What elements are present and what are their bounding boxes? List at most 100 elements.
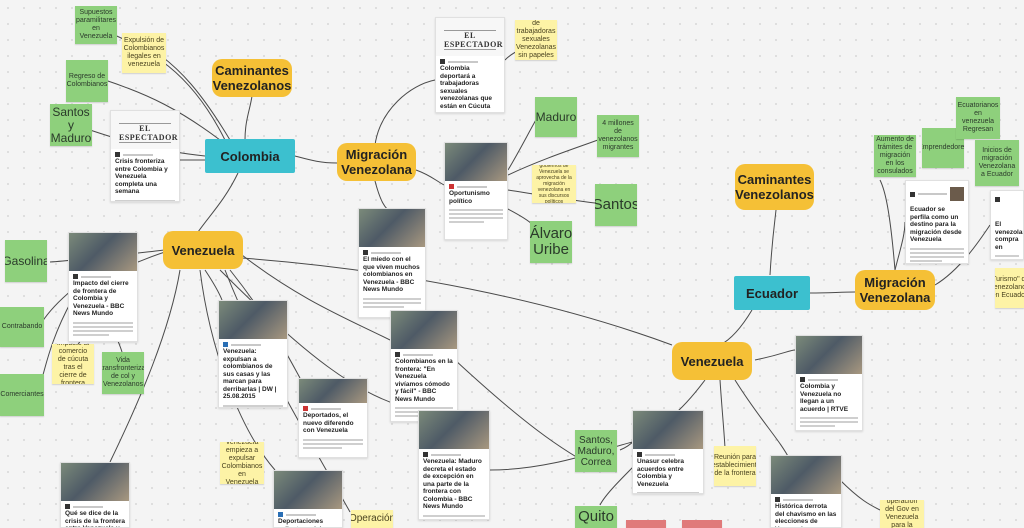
sticky-maduro[interactable]: Maduro (535, 97, 577, 137)
card-que-se-dice[interactable]: Qué se dice de la crisis de la frontera … (60, 462, 130, 528)
sticky-santos[interactable]: Santos (595, 184, 637, 226)
card-title: Colombianos en la frontera: "En Venezuel… (395, 358, 453, 403)
card-thumbnail (299, 379, 367, 403)
topic-caminantes-venezolanos-ecuador[interactable]: Caminantes Venezolanos (735, 164, 814, 210)
site-icon (910, 191, 915, 197)
link-migracion2-aumento (879, 179, 896, 271)
sticky-supuestos-paramilitares[interactable]: Supuestos paramilitares en Venezuela (75, 6, 117, 44)
card-thumbnail (391, 311, 457, 349)
link-colombia-venezuela (197, 172, 239, 233)
link-decreta-extra (489, 439, 641, 471)
topic-caminantes-venezolanos[interactable]: Caminantes Venezolanos (212, 59, 292, 97)
sticky-operacion-gov[interactable]: La operación del Gov en Venezuela para l… (880, 500, 924, 528)
card-unasur-acuerdos[interactable]: Unasur celebra acuerdos entre Colombia y… (632, 410, 704, 494)
site-icon (775, 497, 780, 502)
sticky-reunion-frontera[interactable]: Reunión para restablecimiento de la fron… (714, 446, 756, 486)
site-icon (363, 250, 368, 255)
card-title: Impacto del cierre de frontera de Colomb… (73, 280, 129, 317)
sticky-red-1[interactable] (626, 520, 666, 528)
link-venezuela2-reunion (719, 379, 726, 449)
card-oportunismo-politico[interactable]: Oportunismo político (444, 142, 508, 240)
site-icon (65, 504, 70, 509)
link-ecuador-venezuela2 (719, 309, 753, 346)
card-deportados[interactable]: Deportados, el nuevo diferendo con Venez… (298, 378, 368, 458)
sticky-turismo[interactable]: "Turismo" de Venezolanos en Ecuador (995, 268, 1024, 308)
card-colombia-deportara[interactable]: EL ESPECTADOR Colombia deportará a traba… (435, 17, 505, 113)
sticky-alvaro-uribe[interactable]: Álvaro Uribe (530, 221, 572, 263)
card-title: El venezolano compra en (995, 221, 1023, 251)
link-venezuela1-venezuela2 (241, 257, 673, 346)
card-thumbnail (796, 336, 862, 374)
card-expulsan-colombianos[interactable]: Venezuela: expulsan a colombianos de sus… (218, 300, 288, 408)
author-photo (950, 187, 964, 201)
link-oportunismo-millones (507, 139, 599, 176)
card-maduro-decreta[interactable]: Venezuela: Maduro decreta el estado de e… (418, 410, 490, 520)
card-no-llegan-acuerdo[interactable]: Colombia y Venezuela no llegan a un acue… (795, 335, 863, 431)
sticky-4-millones[interactable]: 4 millones de venezolanos migrantes (597, 115, 639, 157)
card-thumbnail (771, 456, 841, 494)
sticky-operacion[interactable]: Operación (351, 510, 393, 528)
sticky-santos-maduro-correa[interactable]: Santos, Maduro, Correa (575, 430, 617, 472)
sticky-impacto-comercio[interactable]: Impacto al comercio de cúcuta tras el ci… (52, 344, 94, 384)
card-title: Deportados, el nuevo diferendo con Venez… (303, 412, 354, 434)
topic-colombia[interactable]: Colombia (205, 139, 295, 173)
topic-venezuela[interactable]: Venezuela (163, 231, 243, 269)
card-impacto-cierre[interactable]: Impacto del cierre de frontera de Colomb… (68, 232, 138, 342)
sticky-regreso-colombianos[interactable]: Regreso de Colombianos (66, 60, 108, 102)
sticky-santos-maduro[interactable]: Santos y Maduro (50, 104, 92, 146)
sticky-vida-transfronteriza[interactable]: Vida transfronteriza de col y Venezolano… (102, 352, 144, 394)
link-venezuela2-historica (734, 379, 791, 461)
card-thumbnail (61, 463, 129, 501)
sticky-ecuatorianos-regresan[interactable]: Ecuatorianos en venezuela Regresan (956, 97, 1000, 139)
link-migracion2-perfila (894, 221, 906, 271)
link-venezuela1-quesedice (109, 269, 181, 463)
card-thumbnail (445, 143, 507, 181)
topic-ecuador[interactable]: Ecuador (734, 276, 810, 310)
topic-migracion-venezolana[interactable]: Migración Venezolana (337, 143, 416, 181)
link-colombia-expulsion (159, 54, 231, 141)
sticky-gasolina[interactable]: Gasolina (5, 240, 47, 282)
card-thumbnail: EL ESPECTADOR (111, 111, 179, 149)
sticky-inicios-migracion[interactable]: Inicios de migración Venezolana a Ecuado… (975, 140, 1019, 186)
card-historica-derrota[interactable]: Histórica derrota del chavismo en las el… (770, 455, 842, 528)
sticky-expulsion-colombianos[interactable]: Expulsión de Colombianos ilegales en ven… (122, 33, 166, 73)
sticky-comerciantes[interactable]: Comerciantes (0, 374, 44, 416)
site-icon (303, 406, 308, 411)
card-el-miedo[interactable]: El miedo con el que viven muchos colombi… (358, 208, 426, 318)
card-title: Crisis fronteriza entre Colombia y Venez… (115, 158, 168, 195)
card-thumbnail (69, 233, 137, 271)
link-colombia-regreso (104, 79, 221, 141)
site-icon (449, 184, 454, 189)
card-title: Oportunismo político (449, 190, 490, 205)
card-thumbnail (633, 411, 703, 449)
sticky-quito[interactable]: Quito (575, 506, 617, 528)
card-title: Deportaciones calientan crisis entre (278, 518, 325, 527)
sticky-gobiernos-discursos[interactable]: Gracias a los gobiernos de Venezuela se … (532, 165, 576, 203)
topic-venezuela-ecuador[interactable]: Venezuela (672, 342, 752, 380)
link-migracion-deporta (374, 79, 436, 146)
sticky-aumento-tramites[interactable]: Aumento de trámites de migración en los … (874, 135, 916, 177)
card-deportaciones-calientan[interactable]: Deportaciones calientan crisis entre (273, 470, 343, 528)
card-title: Colombia deportará a trabajadoras sexual… (440, 65, 493, 110)
card-title: Unasur celebra acuerdos entre Colombia y… (637, 458, 684, 488)
sticky-red-2[interactable] (682, 520, 722, 528)
sticky-contrabando[interactable]: Contrabando (0, 307, 44, 347)
site-icon (637, 452, 642, 457)
card-thumbnail (419, 411, 489, 449)
sticky-deportacion-trabajadoras[interactable]: Deportación de trabajadoras sexuales Ven… (515, 20, 557, 60)
card-venezolano-compra[interactable]: El venezolano compra en (990, 190, 1024, 260)
card-colombianos-frontera[interactable]: Colombianos en la frontera: "En Venezuel… (390, 310, 458, 422)
link-venezuela2-nollegan (754, 349, 796, 361)
card-title: Colombia y Venezuela no llegan a un acue… (800, 383, 849, 413)
card-thumbnail (274, 471, 342, 509)
site-icon (800, 377, 805, 382)
card-crisis-fronteriza[interactable]: EL ESPECTADOR Crisis fronteriza entre Co… (110, 110, 180, 202)
topic-migracion-venezolana-ecuador[interactable]: Migración Venezolana (855, 270, 935, 310)
sticky-venezuela-expulsar[interactable]: Venezuela empieza a expulsar Colombianos… (220, 442, 264, 484)
link-colombia-supuestos (102, 29, 226, 141)
card-ecuador-se-perfila[interactable]: Ecuador se perfila como un destino para … (905, 180, 969, 264)
link-colombia-caminantes (244, 95, 253, 141)
site-icon (440, 59, 445, 64)
link-historica-operacion (839, 479, 881, 511)
